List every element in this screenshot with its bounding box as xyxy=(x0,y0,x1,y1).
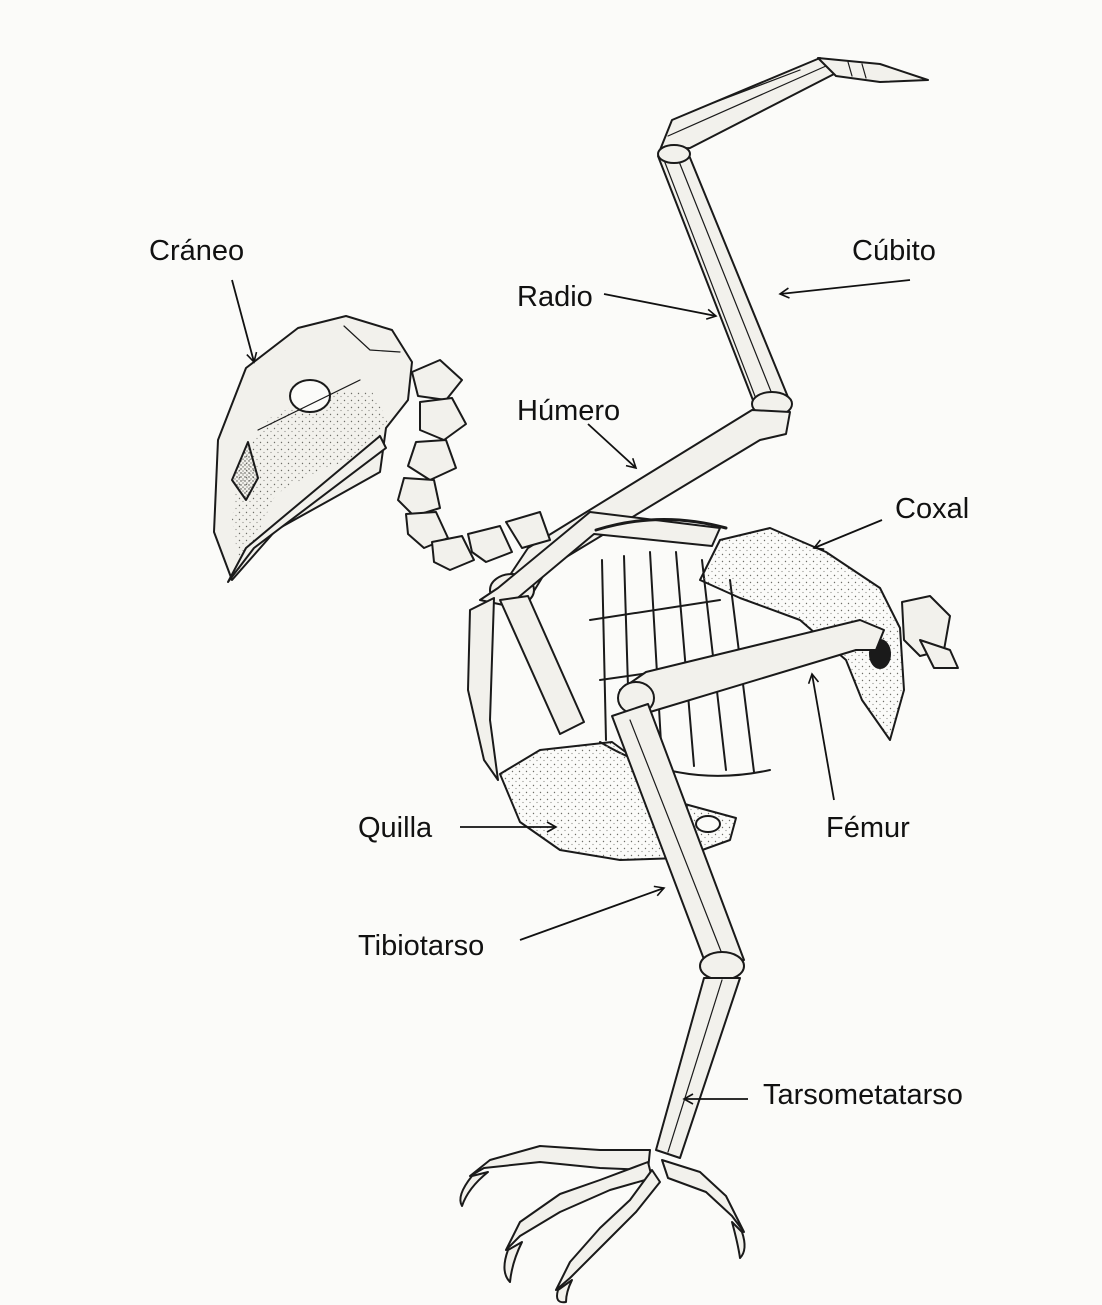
femur-bone xyxy=(617,619,885,715)
arrow-femur xyxy=(807,672,835,801)
arrow-radio xyxy=(603,293,718,320)
arrow-coxal xyxy=(812,519,883,550)
label-coxal: Coxal xyxy=(895,493,970,525)
arrow-craneo xyxy=(231,279,258,364)
arrow-cubito xyxy=(778,279,911,299)
neck-vertebrae xyxy=(397,359,551,571)
label-femur: Fémur xyxy=(826,812,910,844)
pelvis-coxal xyxy=(699,527,959,741)
skull xyxy=(213,315,413,583)
tarsometatarsus-bone xyxy=(655,977,741,1159)
leader-arrows xyxy=(231,279,911,1105)
label-radio: Radio xyxy=(517,281,593,313)
label-tibiotarso: Tibiotarso xyxy=(358,930,485,962)
tibiotarsus-bone xyxy=(611,703,745,981)
shoulder-girdle xyxy=(467,511,721,781)
arrow-humero xyxy=(587,423,638,470)
label-cubito: Cúbito xyxy=(852,235,936,267)
wing-hand-bones xyxy=(659,57,929,151)
label-humero: Húmero xyxy=(517,395,621,427)
wing-forearm-bones xyxy=(657,144,793,417)
label-quilla: Quilla xyxy=(358,812,433,844)
label-craneo: Cráneo xyxy=(149,235,245,267)
foot-talons xyxy=(459,1145,746,1304)
arrow-tibiotarso xyxy=(519,885,666,941)
label-tarsometatarso: Tarsometatarso xyxy=(763,1079,963,1111)
